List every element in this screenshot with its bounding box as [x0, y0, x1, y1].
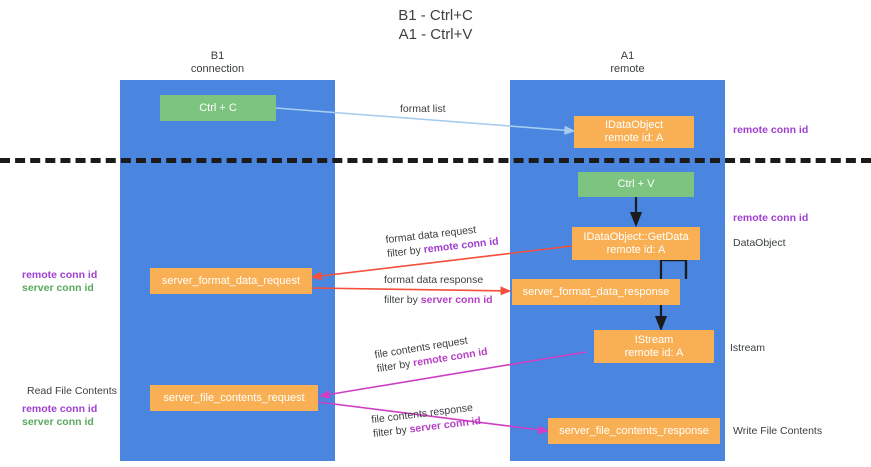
filter-prefix-2: filter by — [384, 294, 421, 306]
diagram-title: B1 - Ctrl+C A1 - Ctrl+V — [0, 6, 871, 44]
box-ctrl-c[interactable]: Ctrl + C — [160, 95, 276, 121]
column-header-a1-name: A1 — [620, 50, 635, 62]
edge-label-file-contents-request: file contents request filter by remote c… — [374, 331, 489, 376]
edge-label-format-data-response-text: format data response — [384, 274, 484, 286]
annotation-istream: Istream — [730, 342, 766, 354]
box-idataobject-line1: IDataObject — [604, 119, 664, 131]
box-idataobject-line2: remote id: A — [604, 132, 664, 144]
filter-key-server-conn-id: server conn id — [420, 294, 493, 306]
box-getdata-line2: remote id: A — [606, 243, 666, 256]
edge-label-format-list: format list — [400, 102, 446, 116]
column-header-b1: B1 connection — [155, 50, 280, 76]
edge-label-format-data-request: format data request filter by remote con… — [385, 220, 499, 261]
annotation-right-remote-conn-id-mid: remote conn id — [733, 212, 809, 224]
annotation-read-file-contents: Read File Contents — [27, 385, 117, 397]
annotation-left-server-conn-id-mid: server conn id — [22, 282, 94, 294]
column-header-a1-role: remote — [610, 63, 645, 75]
edge-label-format-data-response: format data response filter by server co… — [384, 273, 493, 307]
annotation-left-server-conn-id-bottom: server conn id — [22, 416, 94, 428]
column-header-a1: A1 remote — [565, 50, 690, 76]
column-header-b1-role: connection — [190, 63, 245, 75]
filter-prefix-4: filter by — [372, 423, 411, 441]
box-server-format-data-request[interactable]: server_format_data_request — [150, 268, 312, 294]
box-server-file-contents-request[interactable]: server_file_contents_request — [150, 385, 318, 411]
box-ctrl-c-label: Ctrl + C — [199, 101, 237, 114]
phase-separator — [0, 158, 871, 163]
title-line-2: A1 - Ctrl+V — [398, 26, 473, 43]
box-istream-line1: IStream — [634, 333, 674, 346]
box-getdata-line1: IDataObject::GetData — [583, 230, 689, 243]
edge-label-format-list-text: format list — [400, 103, 446, 115]
box-idataobject[interactable]: IDataObject remote id: A — [574, 116, 694, 148]
annotation-write-file-contents: Write File Contents — [733, 425, 823, 437]
box-server-file-contents-request-label: server_file_contents_request — [163, 391, 305, 404]
box-istream-line2: remote id: A — [624, 346, 684, 359]
edge-label-file-contents-response: file contents response filter by server … — [371, 400, 482, 441]
annotation-right-remote-conn-id-top: remote conn id — [733, 124, 809, 136]
edge-label-format-data-response-filter: filter by server conn id — [384, 293, 493, 307]
annotation-left-remote-conn-id-mid: remote conn id — [22, 269, 98, 281]
annotation-dataobject: DataObject — [733, 237, 786, 249]
box-server-format-data-response-label: server_format_data_response — [522, 285, 670, 298]
box-server-file-contents-response[interactable]: server_file_contents_response — [548, 418, 720, 444]
annotation-left-remote-conn-id-bottom: remote conn id — [22, 403, 98, 415]
box-ctrl-v[interactable]: Ctrl + V — [578, 172, 694, 197]
box-server-file-contents-response-label: server_file_contents_response — [559, 424, 709, 437]
title-line-1: B1 - Ctrl+C — [398, 7, 473, 24]
box-idataobject-getdata[interactable]: IDataObject::GetData remote id: A — [572, 227, 700, 260]
box-server-format-data-request-label: server_format_data_request — [161, 274, 301, 287]
box-istream[interactable]: IStream remote id: A — [594, 330, 714, 363]
box-ctrl-v-label: Ctrl + V — [617, 178, 655, 190]
box-server-format-data-response[interactable]: server_format_data_response — [512, 279, 680, 305]
filter-prefix: filter by — [386, 243, 425, 261]
column-header-b1-name: B1 — [210, 50, 225, 62]
